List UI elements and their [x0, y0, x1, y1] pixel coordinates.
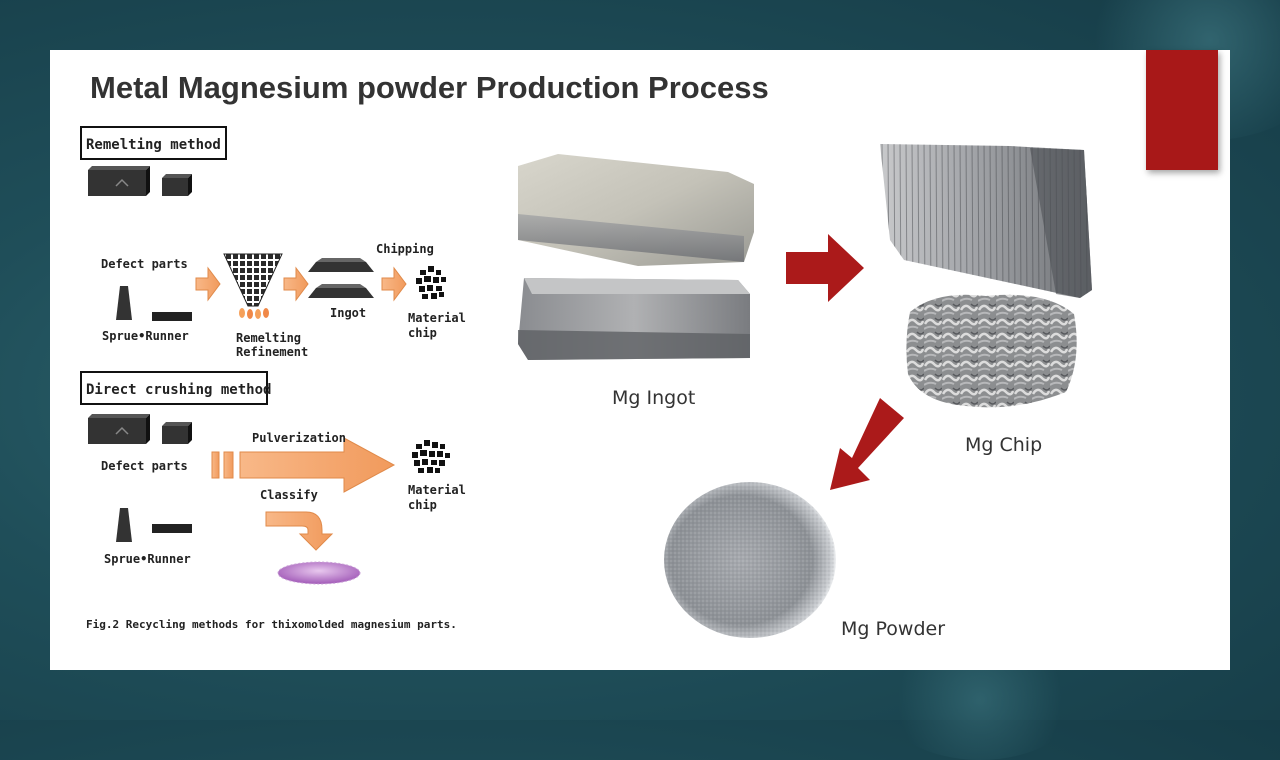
- accent-bar: [1146, 50, 1218, 170]
- process-arrow: [283, 266, 309, 302]
- classify-arrow: [265, 511, 334, 551]
- recycling-process-diagram: Remelting method Defect parts Sprue•Runn…: [80, 126, 466, 631]
- remelting-heading: Remelting method: [86, 137, 221, 153]
- process-arrow: [195, 266, 221, 302]
- remelting-heading-box: [80, 126, 227, 160]
- defect-parts-icon: [88, 166, 192, 196]
- remelting-chipping-label: Chipping: [376, 242, 434, 256]
- process-arrow-down-left: [830, 398, 904, 490]
- remelting-material-line2: chip: [408, 326, 437, 340]
- remelting-label-line1: Remelting: [236, 331, 301, 345]
- mg-chip-caption: Mg Chip: [965, 434, 1043, 456]
- material-chip-icon: [412, 440, 450, 473]
- direct-sprue-runner-label: Sprue•Runner: [104, 552, 191, 566]
- crucible-icon: [223, 253, 283, 319]
- ingot-icon: [308, 258, 374, 298]
- direct-defect-parts-label: Defect parts: [101, 459, 188, 473]
- sprue-runner-icon: [116, 286, 192, 321]
- slide-title: Metal Magnesium powder Production Proces…: [90, 70, 769, 105]
- defect-parts-icon: [88, 414, 192, 444]
- mg-chip-shavings-photo: [906, 294, 1077, 408]
- direct-heading: Direct crushing method: [86, 382, 271, 398]
- pulverization-label: Pulverization: [252, 431, 346, 445]
- remelting-sprue-runner-label: Sprue•Runner: [102, 329, 189, 343]
- direct-material-line1: Material: [408, 483, 466, 497]
- powder-pile: [278, 562, 360, 584]
- sprue-runner-icon: [116, 508, 192, 542]
- direct-heading-box: [80, 371, 268, 405]
- process-arrow: [381, 266, 407, 302]
- process-arrow-right: [786, 234, 864, 302]
- pulverization-arrow: [239, 437, 396, 493]
- feed-bar: [223, 451, 234, 479]
- remelting-defect-parts-label: Defect parts: [101, 257, 188, 271]
- mg-chip-block-photo: [880, 144, 1092, 298]
- feed-bar: [211, 451, 220, 479]
- remelting-label-line2: Refinement: [236, 345, 308, 359]
- remelting-ingot-label: Ingot: [330, 306, 366, 320]
- mg-ingot-caption: Mg Ingot: [612, 387, 696, 409]
- classify-label: Classify: [260, 488, 318, 502]
- mg-powder-caption: Mg Powder: [841, 618, 945, 640]
- material-chip-icon: [416, 266, 446, 299]
- direct-material-line2: chip: [408, 498, 437, 512]
- mg-powder-photo: [664, 482, 836, 638]
- remelting-material-line1: Material: [408, 311, 466, 325]
- slide-canvas: Metal Magnesium powder Production Proces…: [50, 50, 1230, 670]
- figure-caption: Fig.2 Recycling methods for thixomolded …: [86, 618, 457, 631]
- mg-ingot-photo: [518, 154, 754, 360]
